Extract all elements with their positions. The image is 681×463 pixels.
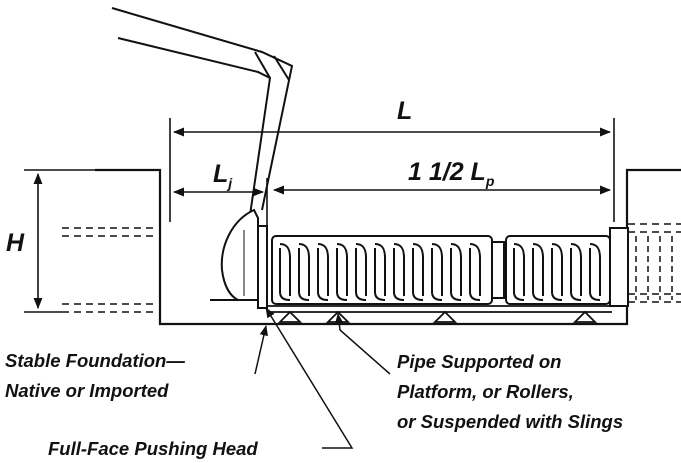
auger-flight-turn xyxy=(355,243,367,296)
leader-lines xyxy=(254,307,391,449)
support-platform xyxy=(268,305,612,323)
support-label-line3: or Suspended with Slings xyxy=(397,411,623,432)
auger-flight-turn xyxy=(298,243,310,296)
length-jack-label: Lj xyxy=(213,160,233,191)
auger-flight-edge xyxy=(412,248,424,301)
auger-flight-turn xyxy=(336,243,348,296)
auger-flight-edge xyxy=(551,248,563,301)
foundation-label-line1: Stable Foundation— xyxy=(5,350,185,371)
soil-dashed-lines xyxy=(62,223,681,313)
auger-flight-turn xyxy=(279,243,291,296)
support-label-line1: Pipe Supported on xyxy=(397,351,561,372)
auger-flight-turn xyxy=(570,243,582,296)
auger-flight-turn xyxy=(412,243,424,296)
auger-flight-edge xyxy=(513,248,525,301)
auger-flight-edge xyxy=(298,248,310,301)
auger-flight-edge xyxy=(589,248,601,301)
length-total-dimension xyxy=(169,118,615,222)
pushing-head-label: Full-Face Pushing Head xyxy=(48,438,258,459)
auger-in-soil xyxy=(635,236,673,300)
auger-flight-turn xyxy=(431,243,443,296)
length-pipe-label: 1 1/2 Lp xyxy=(408,158,495,189)
auger-flight-edge xyxy=(450,248,462,301)
auger-flight-turn xyxy=(374,243,386,296)
auger-flight-edge xyxy=(374,248,386,301)
auger-flight-edge xyxy=(279,248,291,301)
length-pipe-main: 1 1/2 L xyxy=(408,158,486,186)
auger-flight-edge xyxy=(393,248,405,301)
length-total-label: L xyxy=(397,97,412,125)
auger-flight-edge xyxy=(469,248,481,301)
auger-flight-turn xyxy=(393,243,405,296)
auger-flight-turn xyxy=(551,243,563,296)
length-jack-sub: j xyxy=(226,175,233,191)
auger-flight-turn xyxy=(513,243,525,296)
auger-flight-turn xyxy=(589,243,601,296)
height-label: H xyxy=(6,229,25,257)
height-dimension xyxy=(24,169,95,313)
length-jack-main: L xyxy=(213,160,228,188)
auger-flight-turn xyxy=(469,243,481,296)
support-label-line2: Platform, or Rollers, xyxy=(397,381,574,402)
auger-flight-edge xyxy=(317,248,329,301)
auger-flight-edge xyxy=(570,248,582,301)
auger-flight-edge xyxy=(355,248,367,301)
excavator-arm xyxy=(111,7,294,301)
pit-outline xyxy=(95,168,681,326)
auger-flight-turn xyxy=(532,243,544,296)
length-pipe-sub: p xyxy=(485,173,495,189)
auger-flight-edge xyxy=(336,248,348,301)
auger-flight-turn xyxy=(450,243,462,296)
auger-flight-turn xyxy=(317,243,329,296)
auger-flights xyxy=(279,243,601,301)
auger-flight-edge xyxy=(431,248,443,301)
foundation-label-line2: Native or Imported xyxy=(5,380,169,401)
pushing-head-plate xyxy=(257,225,268,309)
auger-flight-edge xyxy=(532,248,544,301)
